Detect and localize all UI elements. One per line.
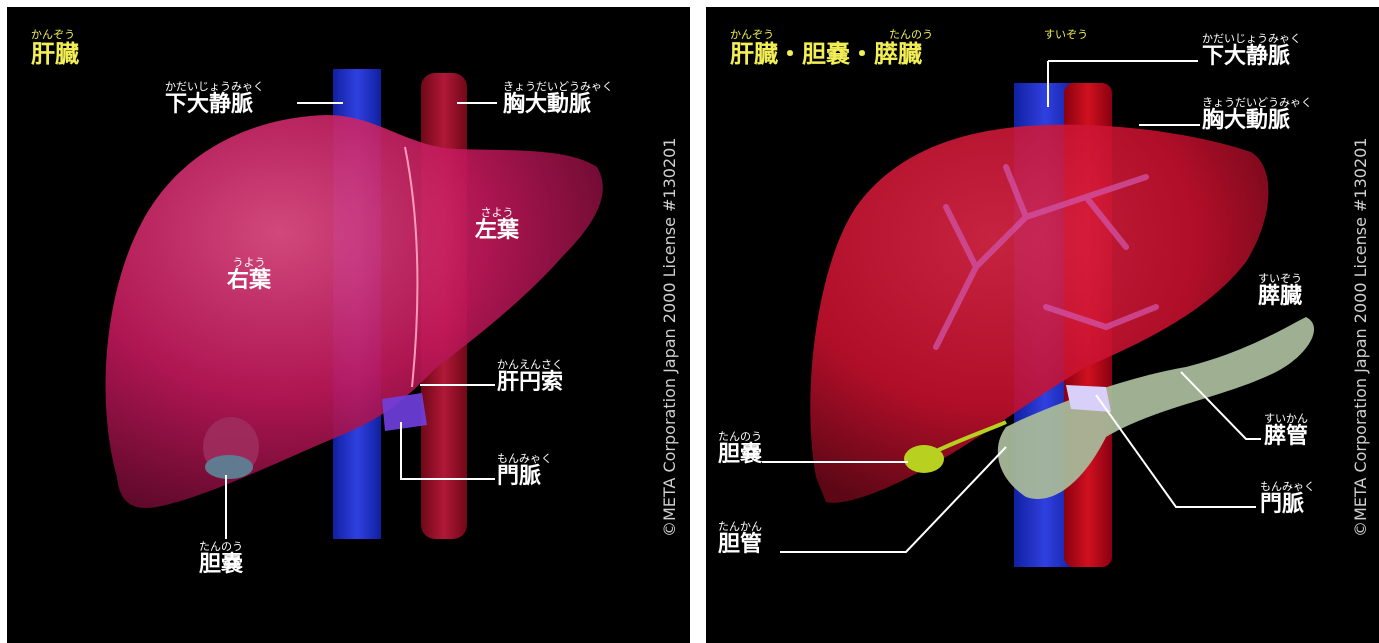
left-lobe-text: 左葉 [475, 219, 519, 243]
combined-title: かんぞう たんのう すいぞう 肝臓・胆嚢・膵臓 [730, 29, 1088, 67]
portal-vein-text: 門脈 [497, 465, 552, 489]
gallbladder-label: たんのう 胆嚢 [199, 541, 243, 577]
aorta-text: 胸大動脈 [503, 93, 613, 117]
aorta-text: 胸大動脈 [1202, 109, 1312, 133]
copyright-text: ©META Corporation Japan 2000 License #13… [660, 138, 679, 537]
portal-vein-text: 門脈 [1260, 493, 1315, 517]
left-lobe-label: さよう 左葉 [475, 207, 519, 243]
liver-title: かんぞう 肝臓 [31, 29, 79, 67]
pancreas-label: すいぞう 膵臓 [1258, 273, 1302, 309]
pancreas-text: 膵臓 [1258, 285, 1302, 309]
gallbladder-text: 胆嚢 [718, 443, 762, 467]
right-lobe-text: 右葉 [227, 269, 271, 293]
right-lobe-label: うよう 右葉 [227, 257, 271, 293]
pancreatic-duct-label: すいかん 膵管 [1264, 413, 1308, 449]
round-ligament-label: かんえんさく 肝円索 [497, 359, 563, 395]
round-ligament-text: 肝円索 [497, 371, 563, 395]
portal-vein-label: もんみゃく 門脈 [497, 453, 552, 489]
ivc-label: かだいじょうみゃく 下大静脈 [1202, 33, 1301, 69]
gallbladder-text: 胆嚢 [199, 553, 243, 577]
portal-vein-label: もんみゃく 門脈 [1260, 481, 1315, 517]
ivc-text: 下大静脈 [1202, 45, 1301, 69]
title-ruby-pancreas: すいぞう [1044, 28, 1088, 41]
pancreatic-duct-text: 膵管 [1264, 425, 1308, 449]
ivc-text: 下大静脈 [165, 93, 264, 117]
liver-gallbladder-pancreas-panel: かんぞう たんのう すいぞう 肝臓・胆嚢・膵臓 かだいじょうみゃく 下大静脈 き… [706, 7, 1379, 643]
ivc-label: かだいじょうみゃく 下大静脈 [165, 81, 264, 117]
copyright-text: ©META Corporation Japan 2000 License #13… [1351, 138, 1370, 537]
liver-diagram-panel: かんぞう 肝臓 かだいじょうみゃく 下大静脈 きょうだいどうみゃく 胸大動脈 さ… [7, 7, 690, 643]
aorta-label: きょうだいどうみゃく 胸大動脈 [503, 81, 613, 117]
aorta-label: きょうだいどうみゃく 胸大動脈 [1202, 97, 1312, 133]
bile-duct-text: 胆管 [718, 533, 762, 557]
bile-duct-label: たんかん 胆管 [718, 521, 762, 557]
portal-vein-shape [382, 393, 427, 431]
gallbladder-label: たんのう 胆嚢 [718, 431, 762, 467]
combined-title-main: 肝臓・胆嚢・膵臓 [730, 41, 1088, 67]
liver-title-main: 肝臓 [31, 41, 79, 67]
